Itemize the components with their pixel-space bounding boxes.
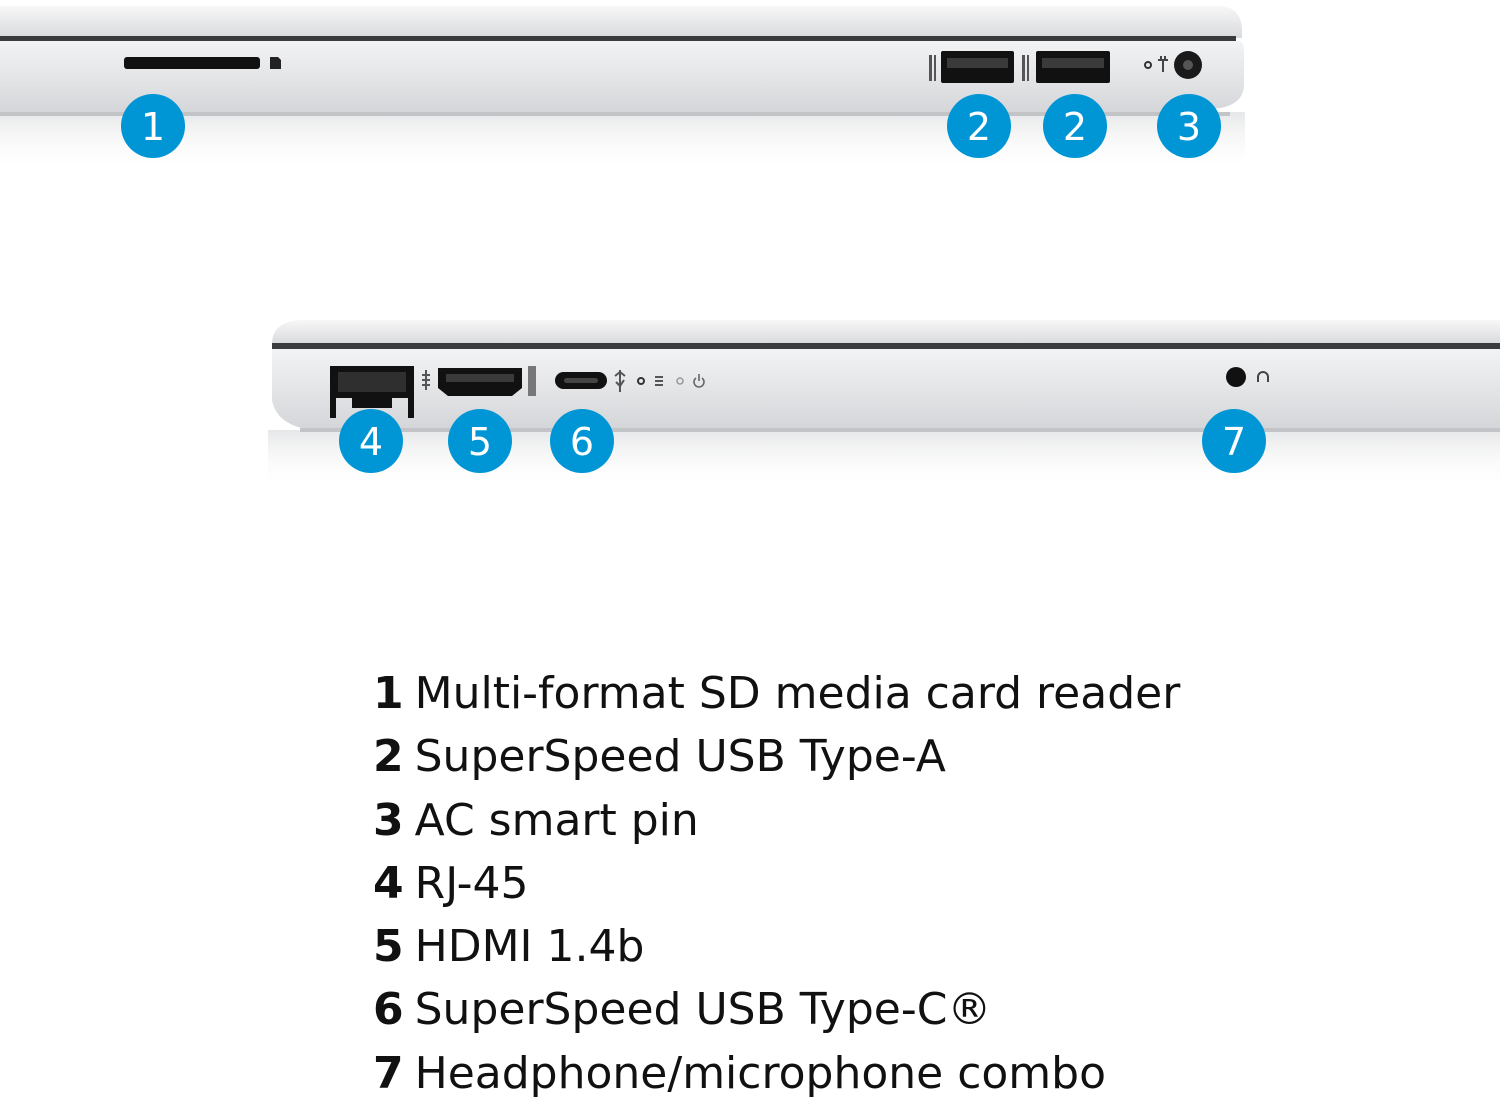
- battery-led-icon: [655, 376, 663, 386]
- legend-label: HDMI 1.4b: [414, 921, 645, 973]
- legend-number: 2: [373, 731, 404, 783]
- laptop-lid: [272, 320, 1500, 344]
- superspeed-usb-icon: [1022, 55, 1029, 81]
- callout-badges: 1 2 2 3 4 5 6 7: [121, 94, 1266, 473]
- legend-number: 7: [373, 1047, 404, 1099]
- laptop-base: [0, 41, 1244, 114]
- legend-number: 6: [373, 984, 404, 1036]
- charge-led: [1144, 61, 1152, 69]
- sd-card-icon: [270, 57, 281, 69]
- legend-label: AC smart pin: [414, 794, 699, 846]
- callout-number: 2: [1063, 105, 1087, 149]
- lid-seam: [0, 36, 1236, 41]
- callout-number: 5: [468, 420, 492, 464]
- lid-seam: [272, 343, 1500, 349]
- callout-badge: 5: [448, 409, 512, 473]
- callout-number: 6: [570, 420, 594, 464]
- laptop-right-side-view: [0, 6, 1245, 172]
- legend-label: RJ-45: [414, 857, 529, 909]
- laptop-shadow: [0, 112, 1245, 172]
- laptop-lid: [0, 6, 1242, 38]
- legend-label: SuperSpeed USB Type-C®: [414, 984, 992, 1036]
- hdmi-tongue: [446, 374, 514, 382]
- power-led: [676, 377, 684, 385]
- usb-c-tongue: [564, 378, 598, 383]
- legend-label: SuperSpeed USB Type-A: [414, 731, 946, 783]
- legend-label: Headphone/microphone combo: [414, 1047, 1107, 1099]
- base-edge: [0, 112, 1230, 116]
- superspeed-usb-icon: [929, 55, 936, 81]
- usb-a-tongue: [1042, 58, 1104, 68]
- laptop-left-side-view: [268, 320, 1500, 490]
- activity-led: [637, 377, 645, 385]
- legend-number: 3: [373, 794, 404, 846]
- legend-label: Multi-format SD media card reader: [414, 668, 1181, 719]
- callout-number: 3: [1177, 105, 1201, 149]
- ethernet-icon: [422, 370, 430, 390]
- callout-badge: 7: [1202, 409, 1266, 473]
- rj45-inner: [338, 372, 406, 392]
- audio-jack: [1226, 367, 1246, 387]
- base-edge: [300, 428, 1500, 432]
- legend-number: 4: [373, 857, 404, 909]
- hdmi-label-icon: [528, 366, 536, 396]
- callout-badge: 6: [550, 409, 614, 473]
- usb-a-tongue: [947, 58, 1008, 68]
- sd-card-slot: [124, 57, 260, 69]
- legend-number: 5: [373, 921, 404, 973]
- callout-badge: 3: [1157, 94, 1221, 158]
- legend-number: 1: [373, 668, 404, 719]
- usb-icon: [614, 370, 626, 392]
- ac-jack-pin: [1183, 60, 1193, 70]
- headset-icon: [1257, 371, 1269, 382]
- callout-badge: 4: [339, 409, 403, 473]
- callout-badge: 1: [121, 94, 185, 158]
- power-led-icon: [693, 374, 705, 388]
- callout-badge: 2: [947, 94, 1011, 158]
- callout-number: 1: [141, 105, 165, 149]
- callout-number: 7: [1222, 420, 1246, 464]
- callout-badge: 2: [1043, 94, 1107, 158]
- callout-number: 2: [967, 105, 991, 149]
- callout-number: 4: [359, 420, 383, 464]
- power-plug-icon: [1158, 56, 1168, 72]
